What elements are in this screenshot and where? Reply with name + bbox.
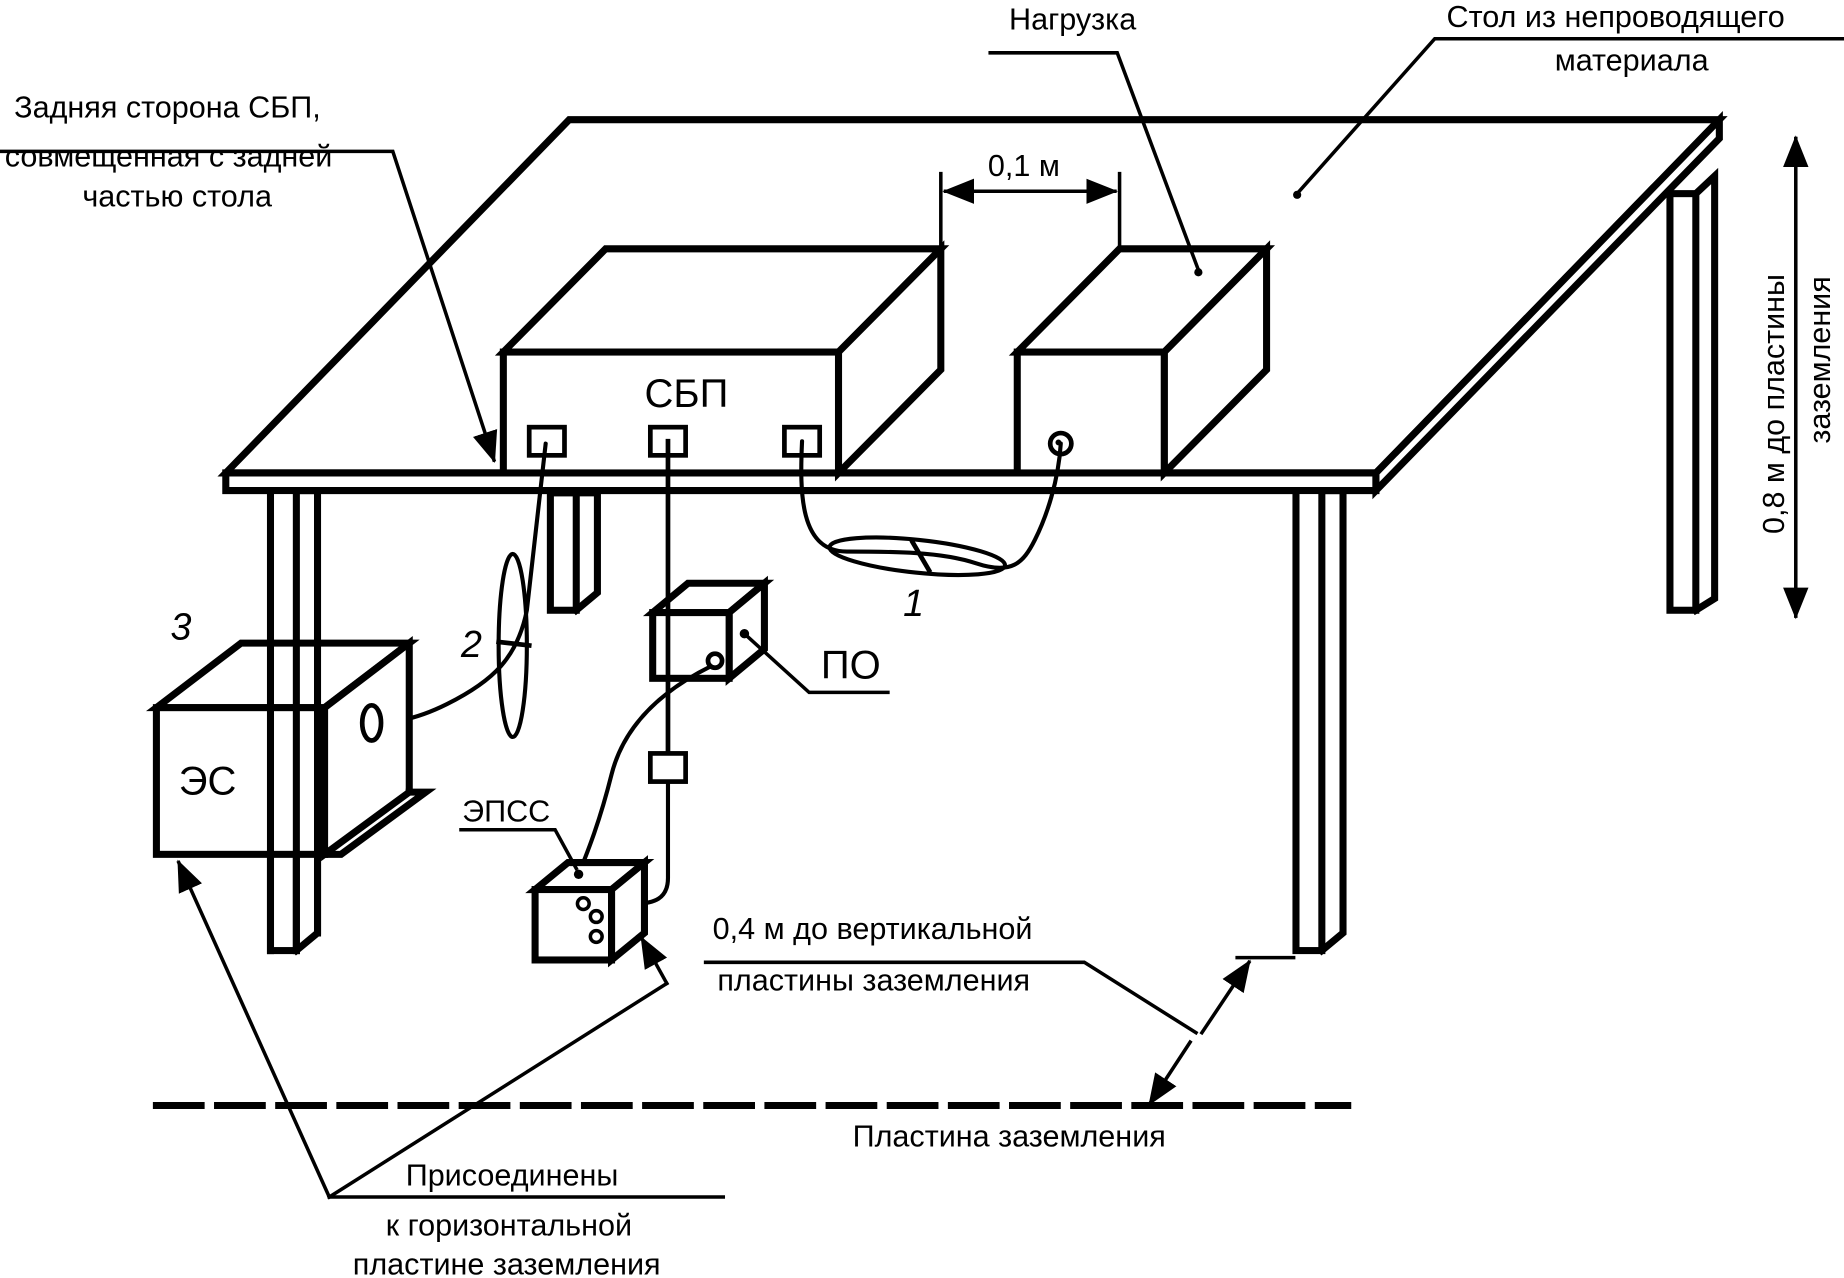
callout-table-material: Стол из непроводящего материала (1293, 0, 1844, 199)
callout-connected-ground: Присоединены к горизонтальной пластине з… (176, 859, 726, 1278)
connected-label-line2: к горизонтальной (386, 1209, 632, 1243)
vertical-distance-label-line2: пластины заземления (717, 964, 1030, 998)
power-supply-connector-icon (359, 702, 384, 743)
table (217, 111, 1728, 956)
table-material-label-line1: Стол из непроводящего (1447, 0, 1785, 34)
ups-back-side-label-line1: Задняя сторона СБП, (14, 90, 321, 124)
callout-load: Нагрузка (988, 2, 1203, 277)
cable-1-label: 1 (903, 582, 924, 624)
connected-label-line3: пластине заземления (353, 1248, 661, 1278)
height-dimension-label-line1: 0,8 м до пластины (1757, 274, 1791, 534)
ground-plane-label: Пластина заземления (853, 1120, 1166, 1154)
table-leg-back-left (546, 489, 601, 616)
table-top (217, 116, 1728, 477)
table-edge-right (1372, 111, 1723, 500)
ground-plane: Пластина заземления (152, 1101, 1352, 1154)
vertical-distance-label-line1: 0,4 м до вертикальной (713, 912, 1033, 946)
lisn-unit: ЭПСС (459, 795, 655, 968)
table-leg-front-right (1292, 487, 1347, 956)
ups-label: СБП (644, 372, 728, 416)
power-supply-unit: ЭС 3 (145, 606, 437, 862)
table-material-label-line2: материала (1555, 43, 1709, 77)
gap-dimension: 0,1 м (939, 149, 1122, 251)
cable-1: 1 (799, 439, 1063, 624)
height-dimension: 0,8 м до пластины заземления (1757, 135, 1837, 620)
lisn-label: ЭПСС (462, 795, 550, 829)
inline-filter (647, 751, 688, 784)
ups-back-side-label-line2: совмещенная с задней (5, 140, 333, 174)
ups-unit: СБП (494, 240, 950, 482)
peripheral-lisn-cable (576, 664, 713, 877)
ups-back-side-label-line3: частью стола (82, 180, 272, 214)
connected-label-line1: Присоединены (406, 1158, 619, 1192)
load-label: Нагрузка (1009, 2, 1136, 36)
item-3-label: 3 (171, 606, 192, 648)
table-leg-front-left-overlay (266, 639, 322, 955)
power-supply-label: ЭС (179, 760, 237, 804)
vertical-plane-distance: 0,4 м до вертикальной пластины заземлени… (703, 912, 1296, 1106)
cable-2-label: 2 (460, 623, 482, 665)
peripheral-unit: ПО (642, 575, 890, 695)
callout-ups-back-side: Задняя сторона СБП, совмещенная с задней… (0, 90, 498, 464)
table-leg-back-right (1666, 167, 1719, 616)
peripheral-label: ПО (821, 643, 881, 687)
gap-dimension-label: 0,1 м (988, 149, 1060, 183)
height-dimension-label-line2: заземления (1803, 276, 1837, 443)
load-unit (1008, 240, 1276, 482)
